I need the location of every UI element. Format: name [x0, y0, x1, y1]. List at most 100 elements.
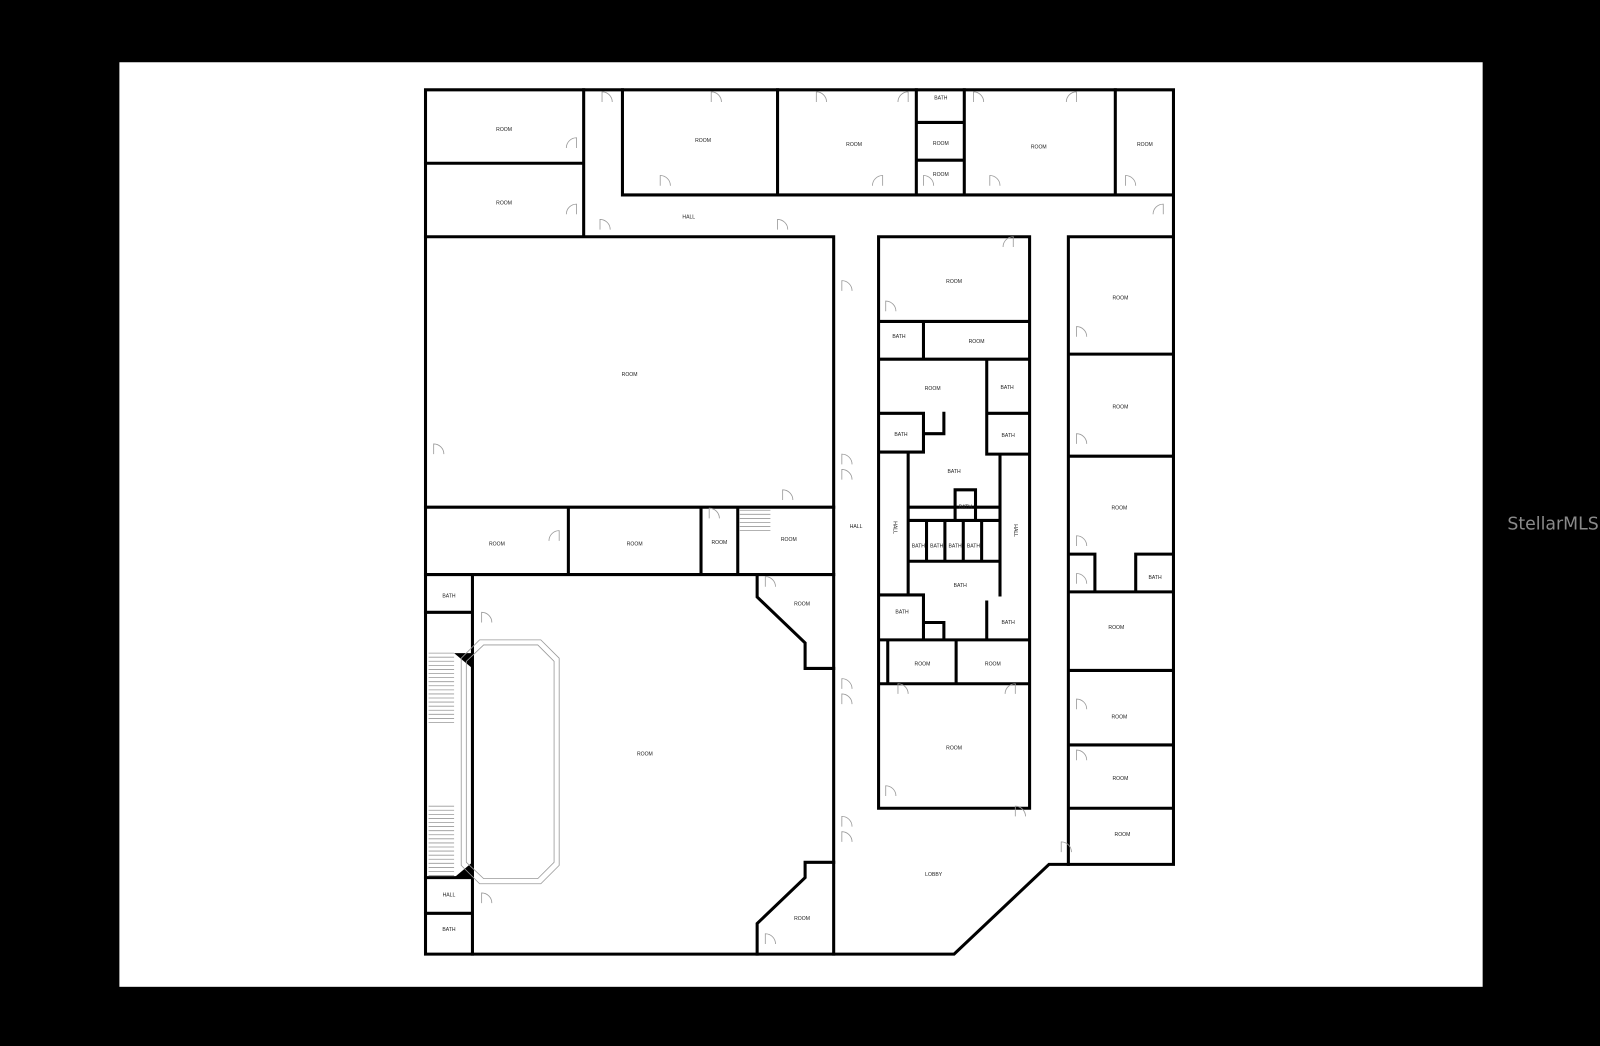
door-swing: [565, 137, 577, 149]
door-swing: [841, 469, 853, 480]
door-swing: [777, 218, 789, 230]
door-swing: [897, 683, 909, 694]
bath-label: BATH: [947, 469, 961, 475]
door-swing: [923, 175, 935, 186]
bath-label: BATH: [895, 610, 909, 616]
door-swing: [565, 203, 577, 215]
door-swing: [1076, 749, 1088, 761]
bath-label: BATH: [912, 543, 926, 549]
door-swing: [481, 611, 493, 623]
door-swing: [708, 507, 720, 519]
door-swing: [989, 175, 1001, 186]
bath-label: BATH: [954, 583, 968, 589]
bath-label: BATH: [959, 505, 973, 511]
bath-label: BATH: [967, 543, 981, 549]
door-swing: [885, 785, 897, 797]
door-swing: [841, 280, 853, 291]
door-swing: [710, 91, 722, 103]
door-swing: [433, 443, 445, 455]
room-label: ROOM: [627, 541, 643, 547]
room-label: ROOM: [925, 386, 941, 392]
bath-label: BATH: [1001, 385, 1015, 391]
room-label: ROOM: [794, 601, 810, 607]
door-swing: [1060, 841, 1072, 853]
door-swing: [872, 175, 884, 186]
walls: [423, 88, 1175, 956]
door-swing: [548, 530, 560, 541]
room-label: ROOM: [781, 537, 797, 543]
room-label: ROOM: [1112, 776, 1128, 782]
hall-label: HALL: [443, 892, 456, 898]
door-swing: [841, 678, 853, 689]
stairs: [428, 509, 771, 876]
bath-label: BATH: [948, 543, 962, 549]
hall-label: HALL: [850, 524, 863, 530]
pool-outline: [460, 639, 560, 885]
room-label: ROOM: [933, 141, 949, 147]
door-swing: [1125, 175, 1137, 186]
room-label: ROOM: [933, 172, 949, 178]
room-label: ROOM: [1137, 142, 1153, 148]
door-swing: [1014, 805, 1026, 817]
room-label: ROOM: [1115, 832, 1131, 838]
bath-label: BATH: [1002, 620, 1016, 626]
room-label: ROOM: [794, 916, 810, 922]
room-label: ROOM: [846, 142, 862, 148]
room-label: ROOM: [496, 127, 512, 133]
door-swing: [973, 91, 985, 103]
hall-label: HALL: [892, 521, 898, 534]
doors: [433, 91, 1164, 944]
room-label: ROOM: [496, 200, 512, 206]
bath-label: BATH: [1148, 575, 1162, 581]
door-swing: [841, 453, 853, 465]
hall-label: HALL: [1012, 524, 1018, 537]
door-swing: [764, 933, 776, 944]
room-label: ROOM: [1111, 715, 1127, 721]
hall-label: HALL: [682, 215, 695, 221]
room-label: ROOM: [915, 662, 931, 668]
room-label: ROOM: [711, 540, 727, 546]
room-labels: ROOM ROOM HALL ROOM ROOM BATH ROOM ROOM …: [442, 95, 1162, 933]
door-swing: [1076, 535, 1088, 546]
door-swing: [782, 489, 794, 501]
door-swing: [1076, 698, 1088, 710]
door-swing: [601, 91, 613, 103]
bath-label: BATH: [1002, 433, 1016, 439]
room-label: ROOM: [637, 751, 653, 757]
door-swing: [1076, 433, 1088, 444]
door-swing: [481, 892, 493, 904]
bath-label: BATH: [442, 593, 456, 599]
sheet: [119, 62, 1483, 987]
bath-label: BATH: [934, 95, 948, 101]
door-swing: [1152, 203, 1164, 215]
door-swing: [885, 300, 897, 312]
bath-label: BATH: [442, 927, 456, 933]
door-swing: [841, 831, 853, 842]
door-swing: [659, 175, 671, 186]
room-label: ROOM: [946, 745, 962, 751]
door-swing: [815, 91, 827, 103]
door-swing: [1076, 573, 1088, 584]
door-swing: [1065, 91, 1077, 103]
door-swing: [599, 218, 611, 230]
room-label: ROOM: [946, 279, 962, 285]
bath-label: BATH: [894, 432, 908, 438]
stellarmls-watermark: StellarMLS: [1507, 515, 1598, 535]
room-label: ROOM: [622, 372, 638, 378]
door-swing: [841, 815, 853, 827]
door-swing: [1002, 236, 1014, 247]
door-swing: [764, 576, 776, 587]
door-swing: [1004, 683, 1016, 694]
room-label: ROOM: [1112, 405, 1128, 411]
room-label: ROOM: [695, 138, 711, 144]
room-label: ROOM: [1112, 295, 1128, 301]
bath-label: BATH: [892, 334, 906, 340]
room-label: ROOM: [1111, 506, 1127, 512]
door-swing: [841, 693, 853, 705]
door-swing: [897, 91, 909, 103]
room-label: ROOM: [1108, 625, 1124, 631]
bath-label: BATH: [930, 543, 944, 549]
room-label: ROOM: [985, 662, 1001, 668]
lobby-label: LOBBY: [925, 872, 943, 878]
